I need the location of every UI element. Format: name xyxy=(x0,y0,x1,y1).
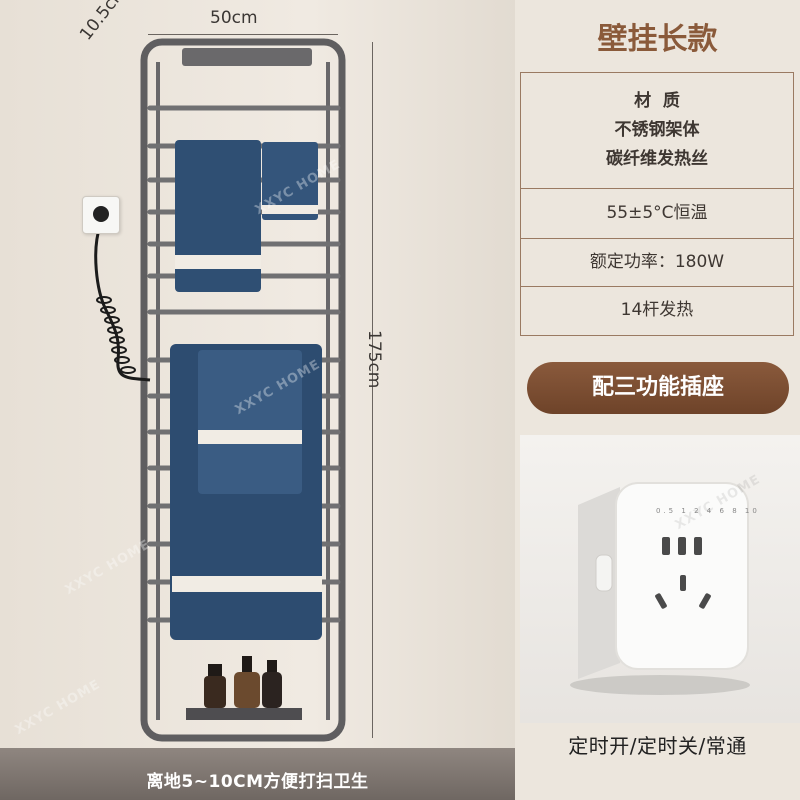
width-label: 50cm xyxy=(210,8,258,28)
dial-label: 8 xyxy=(732,507,740,515)
socket-product-image: 0.5 1 2 4 6 8 10 XXYC HOME xyxy=(520,435,800,723)
timer-socket-illustration xyxy=(570,482,750,695)
panel-title: 壁挂长款 xyxy=(597,22,718,57)
material-label: 材 质 xyxy=(634,91,680,111)
socket-badge: 配三功能插座 xyxy=(527,362,789,414)
height-dimension-line xyxy=(372,42,373,738)
towel-rack-illustration xyxy=(0,0,515,750)
spec-row-temperature: 55±5°C恒温 xyxy=(521,189,793,239)
floor-clearance-note: 离地5~10CM方便打扫卫生 xyxy=(146,772,369,792)
spec-row-power: 额定功率：180W xyxy=(521,239,793,287)
timer-dial-labels: 0.5 1 2 4 6 8 10 xyxy=(656,507,760,515)
spec-row-heating-rods: 14杆发热 xyxy=(620,300,694,320)
socket-modes-caption: 定时开/定时关/常通 xyxy=(568,734,747,758)
dial-label: 0.5 xyxy=(656,507,677,515)
spec-table: 材 质 不锈钢架体 碳纤维发热丝 55±5°C恒温 额定功率：180W 14杆发… xyxy=(520,72,794,336)
width-dimension-line xyxy=(148,34,338,35)
dial-label: 10 xyxy=(744,507,760,515)
dial-label: 4 xyxy=(706,507,715,515)
material-heating: 碳纤维发热丝 xyxy=(606,149,708,169)
spec-panel: 壁挂长款 材 质 不锈钢架体 碳纤维发热丝 55±5°C恒温 额定功率：180W… xyxy=(515,0,800,800)
spec-row-material: 材 质 不锈钢架体 碳纤维发热丝 xyxy=(521,73,793,189)
height-label: 175cm xyxy=(364,330,384,389)
material-frame: 不锈钢架体 xyxy=(614,120,700,140)
dial-label: 6 xyxy=(719,507,727,515)
dial-label: 1 xyxy=(681,507,689,515)
dial-label: 2 xyxy=(694,507,702,515)
wall-outlet-icon xyxy=(82,196,120,234)
floor-strip xyxy=(0,748,515,800)
product-photo: 50cm 10.5cm 175cm XXYC HOME XXYC HOME XX… xyxy=(0,0,515,800)
